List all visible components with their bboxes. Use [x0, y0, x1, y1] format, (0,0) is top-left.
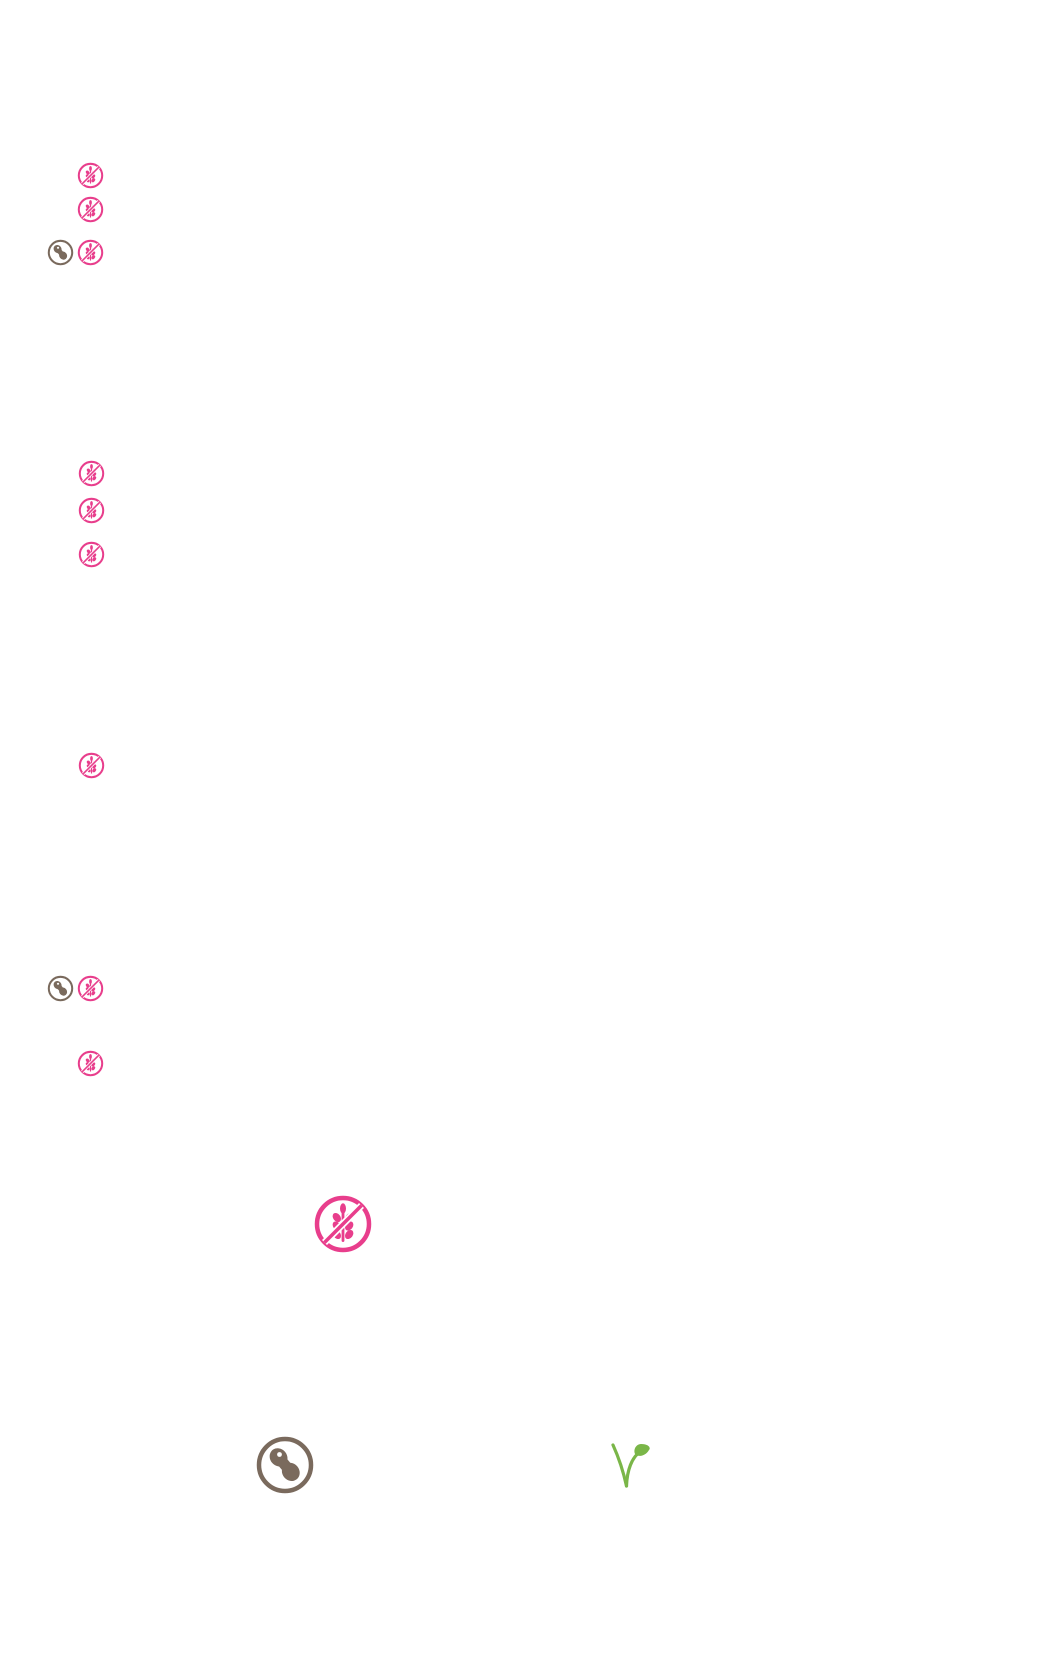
peanut-icon: [47, 975, 74, 1002]
gluten-free-icon: [77, 239, 104, 266]
gluten-free-icon: [78, 541, 105, 568]
gluten-free-icon: [78, 752, 105, 779]
gluten-free-icon: [77, 1050, 104, 1077]
gluten-free-icon: [77, 162, 104, 189]
gluten-free-icon: [78, 497, 105, 524]
gluten-free-icon: [77, 196, 104, 223]
vegan-icon: [611, 1442, 651, 1488]
gluten-free-icon: [78, 460, 105, 487]
peanut-icon: [47, 239, 74, 266]
peanut-icon: [255, 1435, 315, 1495]
gluten-free-icon: [77, 975, 104, 1002]
gluten-free-icon: [313, 1194, 373, 1254]
